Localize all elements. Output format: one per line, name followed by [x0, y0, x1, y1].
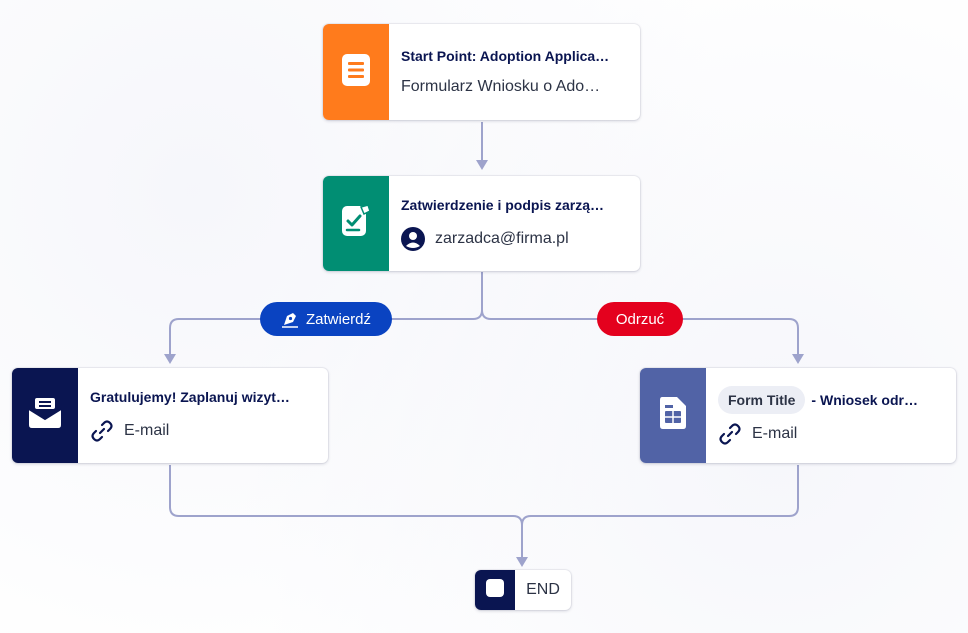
end-node[interactable]: END	[475, 570, 571, 610]
end-node-icon-box	[475, 570, 515, 610]
approve-email-body: Gratulujemy! Zaplanuj wizyt… E-mail	[78, 368, 328, 463]
reject-email-title: - Wniosek odr…	[811, 391, 918, 408]
approve-branch-badge[interactable]: Zatwierdź	[260, 302, 392, 336]
user-avatar-icon	[401, 226, 425, 251]
approve-email-title: Gratulujemy! Zaplanuj wizyt…	[90, 388, 290, 405]
reject-email-icon-box	[640, 368, 706, 463]
envelope-icon	[28, 397, 62, 434]
start-node-body: Start Point: Adoption Applica… Formularz…	[389, 24, 640, 120]
approve-email-node[interactable]: Gratulujemy! Zaplanuj wizyt… E-mail	[12, 368, 328, 463]
link-icon	[90, 419, 114, 443]
reject-branch-label: Odrzuć	[615, 310, 665, 328]
approve-email-icon-box	[12, 368, 78, 463]
start-node-form-name: Formularz Wniosku o Ado…	[401, 78, 601, 95]
start-point-node[interactable]: Start Point: Adoption Applica… Formularz…	[323, 24, 640, 120]
signature-check-icon	[340, 203, 372, 244]
arrowhead-approval	[476, 160, 488, 170]
approval-node[interactable]: Zatwierdzenie i podpis zarzą… zarzadca@f…	[323, 176, 640, 271]
approve-branch-label: Zatwierdź	[305, 310, 372, 328]
reject-email-type: E-mail	[752, 424, 798, 442]
approve-email-type: E-mail	[124, 421, 170, 439]
arrowhead-end	[516, 557, 528, 567]
start-node-title: Start Point: Adoption Applica…	[401, 48, 610, 64]
reject-email-type-row: E-mail	[718, 422, 944, 446]
approval-node-assignee-row: zarzadca@firma.pl	[401, 226, 628, 251]
arrowhead-reject-email	[792, 354, 804, 364]
reject-email-body: Form Title - Wniosek odr… E-mail	[706, 368, 956, 463]
form-document-icon	[341, 53, 371, 92]
stop-square-icon	[485, 578, 505, 603]
pen-sign-icon	[281, 310, 299, 328]
approve-email-type-row: E-mail	[90, 419, 316, 443]
form-title-chip: Form Title	[718, 385, 806, 414]
end-node-label: END	[526, 581, 560, 598]
connector-reject-end	[521, 465, 799, 526]
spreadsheet-doc-icon	[659, 396, 687, 435]
link-icon	[718, 422, 742, 446]
start-node-subtitle: Formularz Wniosku o Ado…	[401, 78, 628, 96]
arrowhead-approve-email	[164, 354, 176, 364]
start-node-icon-box	[323, 24, 389, 120]
reject-branch-badge[interactable]: Odrzuć	[597, 302, 683, 336]
approval-node-icon-box	[323, 176, 389, 271]
approval-node-title: Zatwierdzenie i podpis zarzą…	[401, 196, 605, 213]
reject-email-title-row: Form Title - Wniosek odr…	[718, 385, 944, 414]
connector-approve-end	[169, 465, 523, 558]
connector-approval-reject	[481, 309, 799, 356]
reject-email-node[interactable]: Form Title - Wniosek odr… E-mail	[640, 368, 956, 463]
approval-node-assignee: zarzadca@firma.pl	[435, 229, 569, 247]
approval-node-body: Zatwierdzenie i podpis zarzą… zarzadca@f…	[389, 176, 640, 271]
